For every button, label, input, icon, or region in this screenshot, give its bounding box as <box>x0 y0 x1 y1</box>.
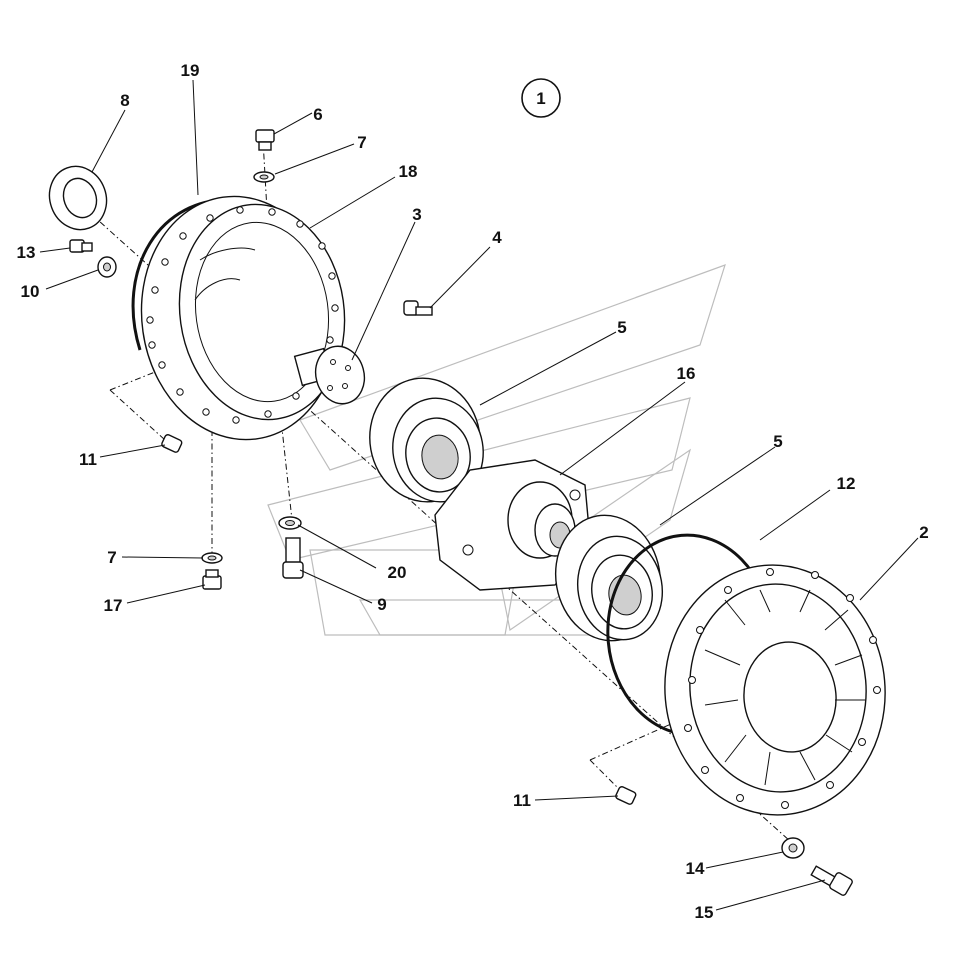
washer-7-top <box>253 171 275 183</box>
callout-9: 9 <box>377 595 386 614</box>
callout-5-lower: 5 <box>773 432 782 451</box>
callout-6: 6 <box>313 105 322 124</box>
bearing-5-lower <box>554 514 664 642</box>
view-number-badge: 1 <box>521 78 561 118</box>
callout-7-bottom: 7 <box>107 548 116 567</box>
bolt-4 <box>403 300 433 316</box>
callout-20: 20 <box>388 563 407 582</box>
washer-20 <box>278 516 302 530</box>
callout-5-upper: 5 <box>617 318 626 337</box>
callout-18: 18 <box>399 162 418 181</box>
view-number-label: 1 <box>536 89 545 108</box>
pin-11-upper <box>161 434 183 453</box>
cover-2 <box>664 564 886 816</box>
shaft-flange-3 <box>293 345 366 405</box>
callout-2: 2 <box>919 523 928 542</box>
bolt-9 <box>282 537 304 579</box>
callout-19: 19 <box>181 61 200 80</box>
leader-lines <box>39 79 919 911</box>
seal-ring-8 <box>48 165 108 231</box>
bolt-15 <box>810 865 853 896</box>
callout-8: 8 <box>120 91 129 110</box>
callout-12: 12 <box>837 474 856 493</box>
callout-16: 16 <box>677 364 696 383</box>
callout-11-upper: 11 <box>79 450 97 469</box>
callout-11-lower: 11 <box>513 791 531 810</box>
callout-10: 10 <box>21 282 40 301</box>
callout-14: 14 <box>686 859 705 878</box>
callout-4: 4 <box>492 228 502 247</box>
callout-3: 3 <box>412 205 421 224</box>
pin-11-lower <box>615 786 637 805</box>
washer-10 <box>97 256 117 278</box>
callout-17: 17 <box>104 596 123 615</box>
callout-labels: 19 8 6 7 18 3 4 13 10 5 16 5 12 2 11 7 2… <box>17 61 929 922</box>
hub-housing-18 <box>140 195 346 441</box>
callout-7-top: 7 <box>357 133 366 152</box>
callout-13: 13 <box>17 243 36 262</box>
plug-6 <box>255 129 275 151</box>
planet-carrier-16 <box>434 459 591 591</box>
callout-15: 15 <box>695 903 714 922</box>
washer-7-bottom <box>201 552 223 564</box>
plug-13 <box>69 239 93 253</box>
plug-17 <box>202 569 222 590</box>
bearing-5-upper <box>369 377 484 503</box>
washer-14 <box>781 837 805 859</box>
